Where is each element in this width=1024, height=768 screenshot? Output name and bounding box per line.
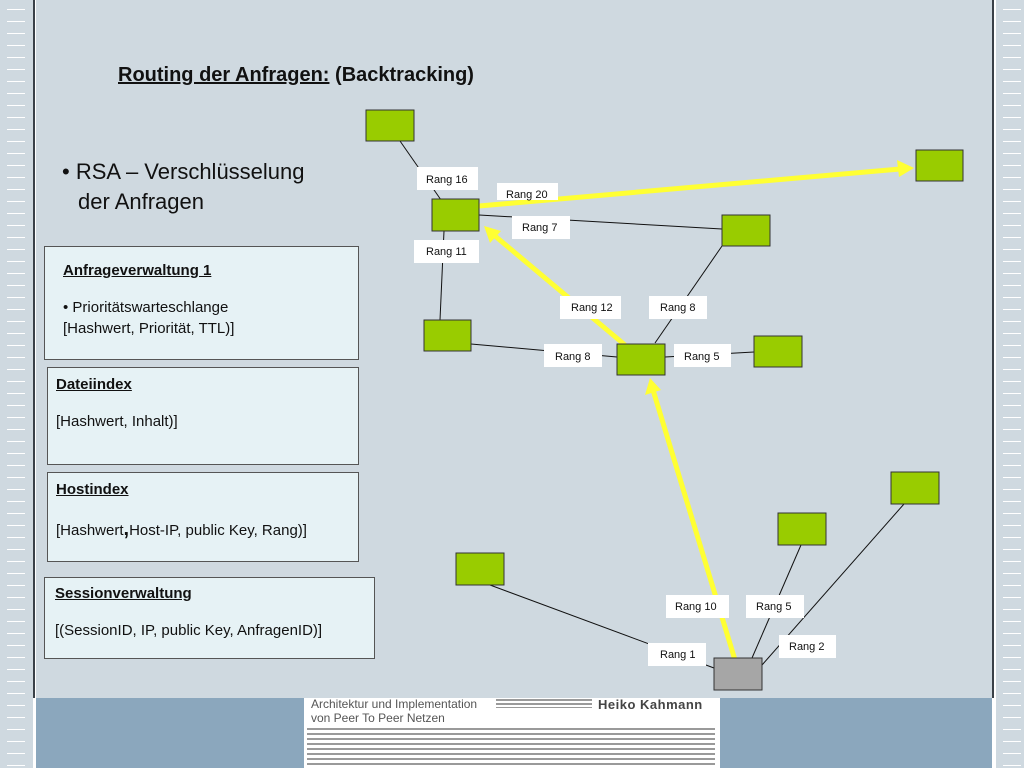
svg-text:Rang 8: Rang 8	[660, 302, 695, 314]
dateiindex-line1: [Hashwert, Inhalt)]	[56, 413, 178, 430]
label-rang2: Rang 2	[779, 635, 836, 658]
svg-text:Rang 7: Rang 7	[522, 222, 557, 234]
label-rang5-low: Rang 5	[746, 595, 804, 618]
dateiindex-header: Dateiindex	[56, 376, 132, 393]
rsa-bullet: • RSA – Verschlüsselung der Anfragen	[62, 157, 305, 217]
rsa-bullet-line1: • RSA – Verschlüsselung	[62, 159, 305, 184]
footer-author: Heiko Kahmann	[598, 697, 703, 712]
anfrageverwaltung-line1: • Prioritätswarteschlange	[63, 299, 229, 316]
arrowhead-target	[897, 160, 914, 177]
label-rang5-mid: Rang 5	[674, 344, 731, 367]
left-decor-strip	[0, 0, 33, 768]
footer-course-line1: Architektur und Implementation	[311, 697, 478, 711]
sessionverwaltung-header: Sessionverwaltung	[55, 585, 192, 602]
svg-text:Rang 8: Rang 8	[555, 351, 590, 363]
svg-text:Rang 2: Rang 2	[789, 641, 824, 653]
svg-text:Rang 5: Rang 5	[684, 351, 719, 363]
node-left-low	[455, 552, 505, 586]
anfrageverwaltung-box: Anfrageverwaltung 1 • Prioritätswartesch…	[44, 246, 359, 360]
label-rang7: Rang 7	[512, 216, 570, 239]
right-decor-strip	[996, 0, 1024, 768]
dateiindex-box: Dateiindex [Hashwert, Inhalt)]	[47, 367, 359, 465]
path-start-to-center	[650, 389, 738, 661]
arrowhead-center	[645, 378, 661, 395]
footer-course-line2: von Peer To Peer Netzen	[311, 711, 445, 725]
node-hub	[431, 198, 480, 232]
path-center-to-hub	[493, 234, 627, 347]
label-rang8-top: Rang 8	[649, 296, 707, 319]
footer-stripes-top	[496, 699, 592, 708]
hostindex-line1: [Hashwert,Host-IP, public Key, Rang)]	[56, 518, 350, 541]
hostindex-box: Hostindex [Hashwert,Host-IP, public Key,…	[47, 472, 359, 562]
footer-right-panel	[720, 698, 992, 768]
anfrageverwaltung-header: Anfrageverwaltung 1	[63, 262, 212, 279]
node-right	[721, 214, 771, 247]
hostindex-line1-b: ,	[123, 518, 130, 540]
label-rang11: Rang 11	[414, 240, 479, 263]
hostindex-header: Hostindex	[56, 481, 129, 498]
node-right-mid	[753, 335, 803, 368]
svg-text:Rang 11: Rang 11	[426, 246, 467, 258]
edge-right-to-center	[654, 245, 723, 344]
sessionverwaltung-box: Sessionverwaltung [(SessionID, IP, publi…	[44, 577, 375, 659]
svg-text:Rang 12: Rang 12	[571, 302, 613, 314]
label-rang10: Rang 10	[666, 595, 729, 618]
label-rang20: Rang 20	[497, 183, 558, 201]
label-rang1: Rang 1	[648, 643, 706, 666]
node-target	[915, 149, 964, 182]
svg-text:Rang 5: Rang 5	[756, 601, 791, 613]
anfrageverwaltung-line2: [Hashwert, Priorität, TTL)]	[63, 320, 235, 337]
svg-text:Rang 1: Rang 1	[660, 649, 695, 661]
footer-stripes	[307, 728, 715, 766]
title-underlined: Routing der Anfragen:	[118, 64, 330, 86]
label-rang12: Rang 12	[560, 296, 621, 319]
title-rest: (Backtracking)	[335, 64, 474, 86]
right-border-line	[992, 0, 994, 698]
node-far-right	[890, 471, 940, 505]
footer-left-panel	[36, 698, 304, 768]
sessionverwaltung-line1: [(SessionID, IP, public Key, AnfragenID)…	[55, 622, 323, 639]
node-start	[713, 657, 763, 691]
arrowhead-hub	[484, 226, 501, 243]
rsa-bullet-line2: der Anfragen	[78, 189, 204, 214]
node-left-mid	[423, 319, 472, 352]
svg-text:Rang 16: Rang 16	[426, 174, 468, 186]
node-center	[616, 343, 666, 376]
slide-title: Routing der Anfragen: (Backtracking)	[118, 64, 474, 87]
label-rang16: Rang 16	[417, 167, 478, 190]
hostindex-line1-c: Host-IP, public Key, Rang)]	[129, 522, 307, 539]
svg-text:Rang 10: Rang 10	[675, 601, 717, 613]
label-rang8-left: Rang 8	[544, 344, 602, 367]
svg-text:Rang 20: Rang 20	[506, 189, 548, 201]
hostindex-line1-a: [Hashwert	[56, 522, 124, 539]
left-border-line	[33, 0, 35, 698]
node-top	[365, 109, 415, 142]
node-low-right	[777, 512, 827, 546]
